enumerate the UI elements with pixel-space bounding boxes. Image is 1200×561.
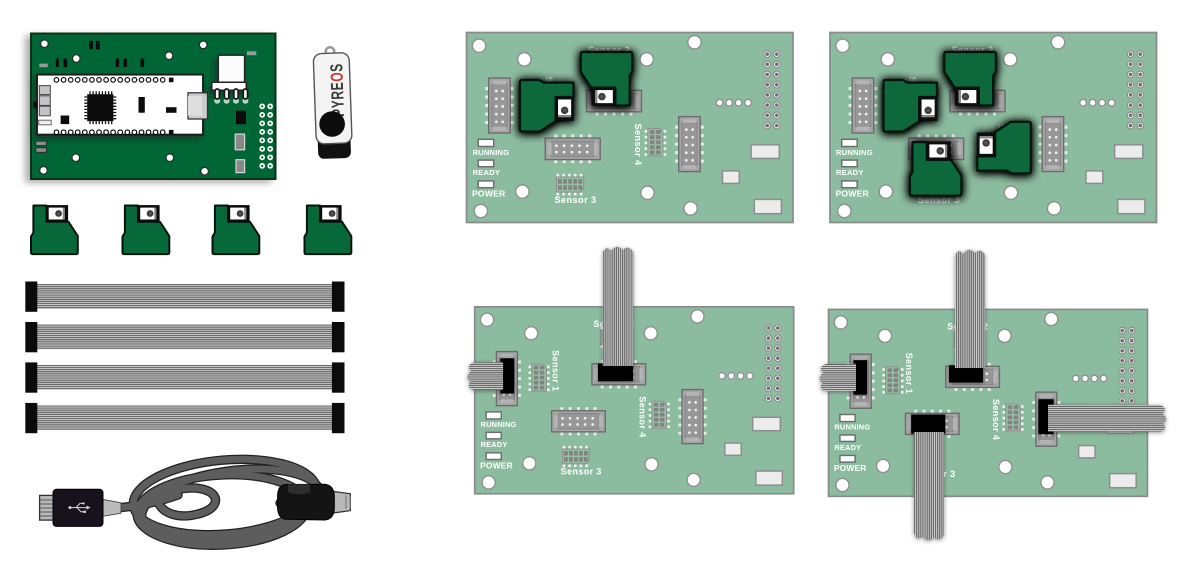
svg-text:PYREOS: PYREOS <box>327 63 349 117</box>
